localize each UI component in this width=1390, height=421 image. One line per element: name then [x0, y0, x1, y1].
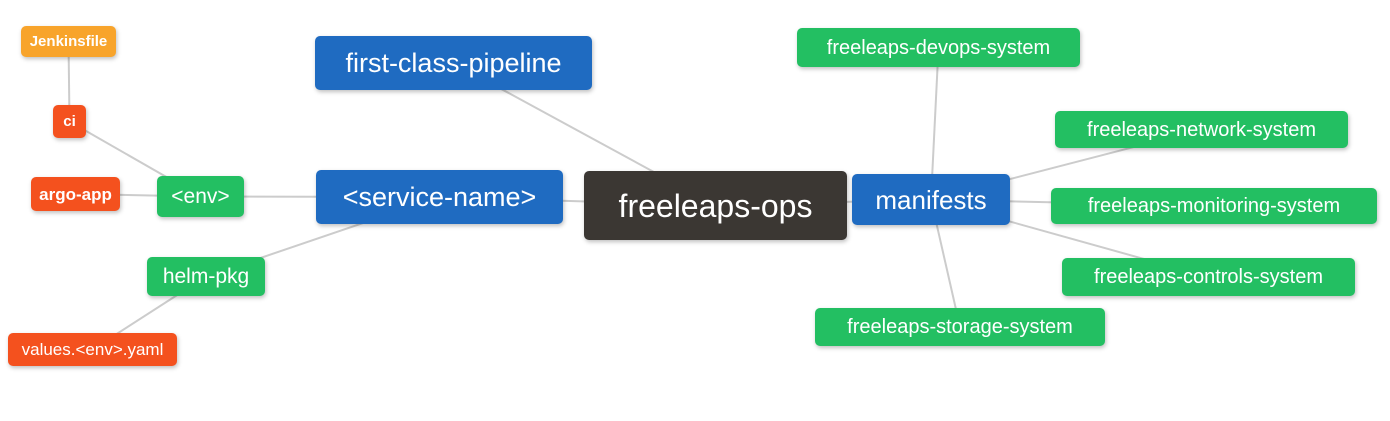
node-label: Jenkinsfile [29, 33, 108, 50]
node-jenkinsfile[interactable]: Jenkinsfile [21, 26, 116, 57]
node-freeleaps-network-system[interactable]: freeleaps-network-system [1055, 111, 1348, 148]
node-label: helm-pkg [162, 265, 250, 288]
node-ci[interactable]: ci [53, 105, 86, 138]
node-argo-app[interactable]: argo-app [31, 177, 120, 211]
node-freeleaps-storage-system[interactable]: freeleaps-storage-system [815, 308, 1105, 346]
node-freeleaps-controls-system[interactable]: freeleaps-controls-system [1062, 258, 1355, 296]
node-env[interactable]: <env> [157, 176, 244, 217]
node-freeleaps-ops[interactable]: freeleaps-ops [584, 171, 847, 240]
node-label: <service-name> [342, 181, 537, 212]
node-label: argo-app [39, 184, 112, 204]
node-first-class-pipeline[interactable]: first-class-pipeline [315, 36, 592, 90]
node-label: freeleaps-monitoring-system [1087, 195, 1341, 217]
node-freeleaps-devops-system[interactable]: freeleaps-devops-system [797, 28, 1080, 67]
node-label: freeleaps-controls-system [1094, 266, 1323, 288]
node-values-env-yaml[interactable]: values.<env>.yaml [8, 333, 177, 366]
node-helm-pkg[interactable]: helm-pkg [147, 257, 265, 296]
node-label: ci [63, 113, 76, 130]
node-label: first-class-pipeline [345, 47, 562, 78]
node-freeleaps-monitoring-system[interactable]: freeleaps-monitoring-system [1051, 188, 1377, 224]
node-service-name[interactable]: <service-name> [316, 170, 563, 224]
node-label: manifests [875, 184, 987, 215]
node-manifests[interactable]: manifests [852, 174, 1010, 225]
node-label: freeleaps-ops [618, 187, 813, 224]
node-label: freeleaps-devops-system [826, 36, 1051, 59]
node-label: values.<env>.yaml [21, 340, 164, 359]
node-label: <env> [171, 185, 230, 208]
node-label: freeleaps-storage-system [847, 316, 1073, 338]
node-label: freeleaps-network-system [1087, 118, 1316, 141]
